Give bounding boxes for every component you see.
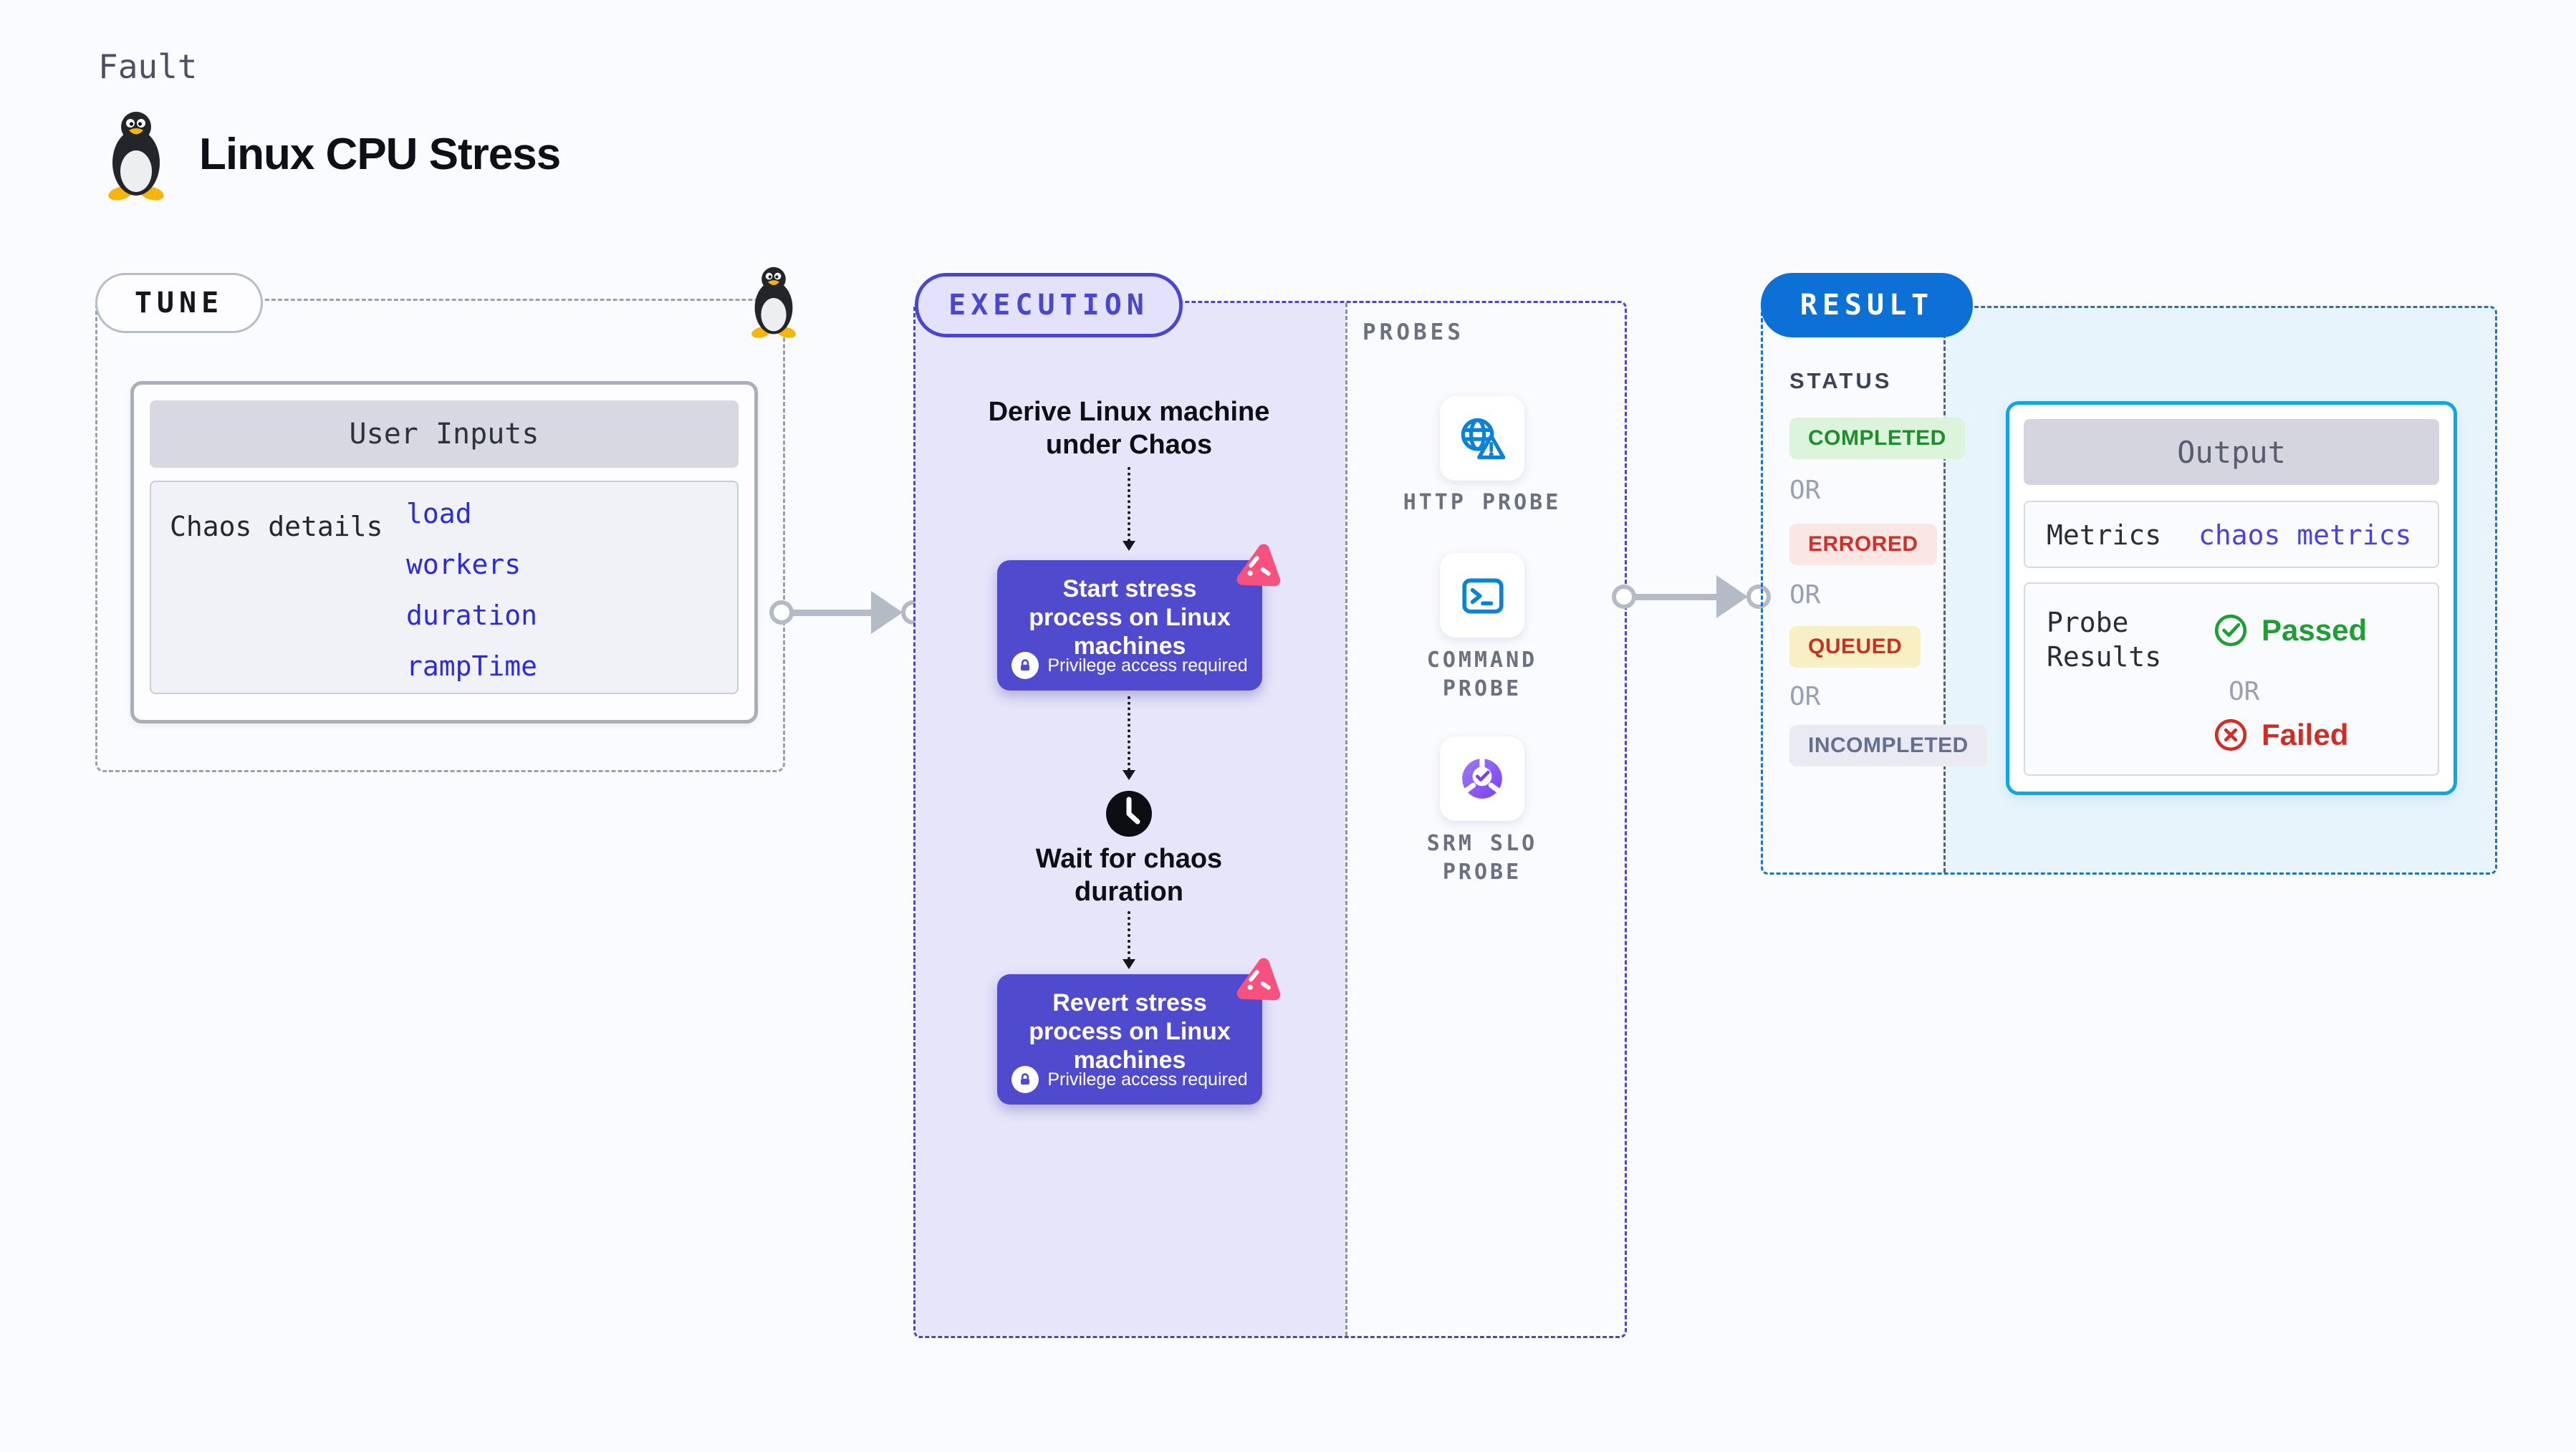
slo-donut-check-icon [1458, 754, 1506, 803]
arrow-shaft [1635, 593, 1718, 600]
or-separator: OR [2229, 677, 2260, 706]
fault-kicker: Fault [98, 47, 198, 86]
srm-slo-probe-card [1440, 736, 1524, 821]
http-probe-label: HTTP PROBE [1403, 490, 1562, 515]
status-column-label: STATUS [1789, 368, 1893, 393]
page-title: Linux CPU Stress [199, 129, 561, 179]
probe-result-failed: Failed [2213, 717, 2348, 753]
arrow-head [871, 591, 903, 634]
execution-section-pill: EXECUTION [915, 273, 1183, 337]
start-stress-node: Start stress process on Linux machines P… [997, 560, 1262, 691]
or-separator: OR [1789, 476, 1821, 505]
result-section-pill: RESULT [1761, 273, 1973, 337]
input-duration: duration [406, 600, 538, 631]
command-probe-label: COMMAND PROBE [1426, 648, 1538, 701]
connector-derive-to-start [1123, 467, 1135, 551]
probes-column-label: PROBES [1363, 319, 1464, 345]
wait-step-text: Wait for chaos duration [1035, 844, 1223, 907]
input-workers: workers [406, 549, 522, 580]
srm-slo-probe-label: SRM SLO PROBE [1426, 831, 1538, 885]
input-load: load [406, 498, 472, 529]
output-header: Output [2024, 419, 2439, 485]
chaos-experiment-icon [1226, 539, 1284, 597]
chaos-details-label: Chaos details [170, 511, 383, 542]
check-circle-icon [2213, 612, 2249, 648]
chaos-experiment-icon [1226, 953, 1284, 1011]
linux-tux-icon-small [745, 264, 802, 338]
status-badge-queued: QUEUED [1789, 626, 1921, 668]
execution-to-result-arrow [1612, 574, 1771, 620]
connector-wait-to-revert [1123, 911, 1135, 969]
metrics-label: Metrics [2047, 519, 2162, 551]
http-probe-card [1440, 396, 1524, 481]
connector-start-to-wait [1123, 696, 1135, 780]
metrics-value: chaos metrics [2198, 519, 2412, 551]
command-probe-card [1440, 553, 1524, 638]
arrow-head [1716, 575, 1748, 618]
derive-step-text: Derive Linux machine under Chaos [988, 397, 1270, 460]
clock-icon [1105, 789, 1153, 838]
tune-section-pill: TUNE [95, 273, 263, 333]
output-card: Output Metrics chaos metrics Probe Resul… [2006, 401, 2457, 795]
arrow-end-dot [1746, 585, 1771, 609]
metrics-row: Metrics chaos metrics [2024, 501, 2439, 568]
probe-result-passed: Passed [2213, 612, 2367, 648]
lock-icon [1011, 1066, 1039, 1093]
start-stress-title: Start stress process on Linux machines [1029, 575, 1231, 660]
privilege-note: Privilege access required [997, 1066, 1262, 1093]
globe-alert-icon [1457, 415, 1507, 462]
user-inputs-header: User Inputs [150, 400, 739, 468]
chaos-inputs-list: load workers duration rampTime [406, 498, 537, 682]
title-row: Linux CPU Stress [100, 107, 561, 201]
user-inputs-card: User Inputs Chaos details load workers d… [130, 381, 758, 723]
probe-results-row: Probe Results Passed OR [2024, 582, 2439, 776]
arrow-shaft [792, 609, 873, 616]
or-separator: OR [1789, 580, 1821, 610]
arrow-start-dot [1612, 585, 1636, 609]
status-badge-incompleted: INCOMPLETED [1789, 725, 1987, 766]
input-ramptime: rampTime [406, 650, 538, 682]
tune-section-box [95, 299, 785, 772]
tune-to-execution-arrow [769, 590, 926, 635]
privilege-note: Privilege access required [997, 652, 1262, 679]
status-badge-completed: COMPLETED [1789, 418, 1965, 459]
terminal-icon [1458, 572, 1506, 619]
status-badge-errored: ERRORED [1789, 524, 1937, 565]
arrow-start-dot [769, 600, 794, 625]
lock-icon [1011, 652, 1039, 679]
revert-stress-node: Revert stress process on Linux machines … [997, 974, 1262, 1105]
x-circle-icon [2213, 717, 2249, 753]
probe-results-label: Probe Results [2047, 607, 2162, 673]
chaos-details-row: Chaos details load workers duration ramp… [150, 481, 739, 694]
revert-stress-title: Revert stress process on Linux machines [1029, 989, 1231, 1074]
linux-tux-icon [100, 107, 172, 201]
execution-probes-divider [1345, 303, 1347, 1336]
or-separator: OR [1789, 682, 1821, 711]
